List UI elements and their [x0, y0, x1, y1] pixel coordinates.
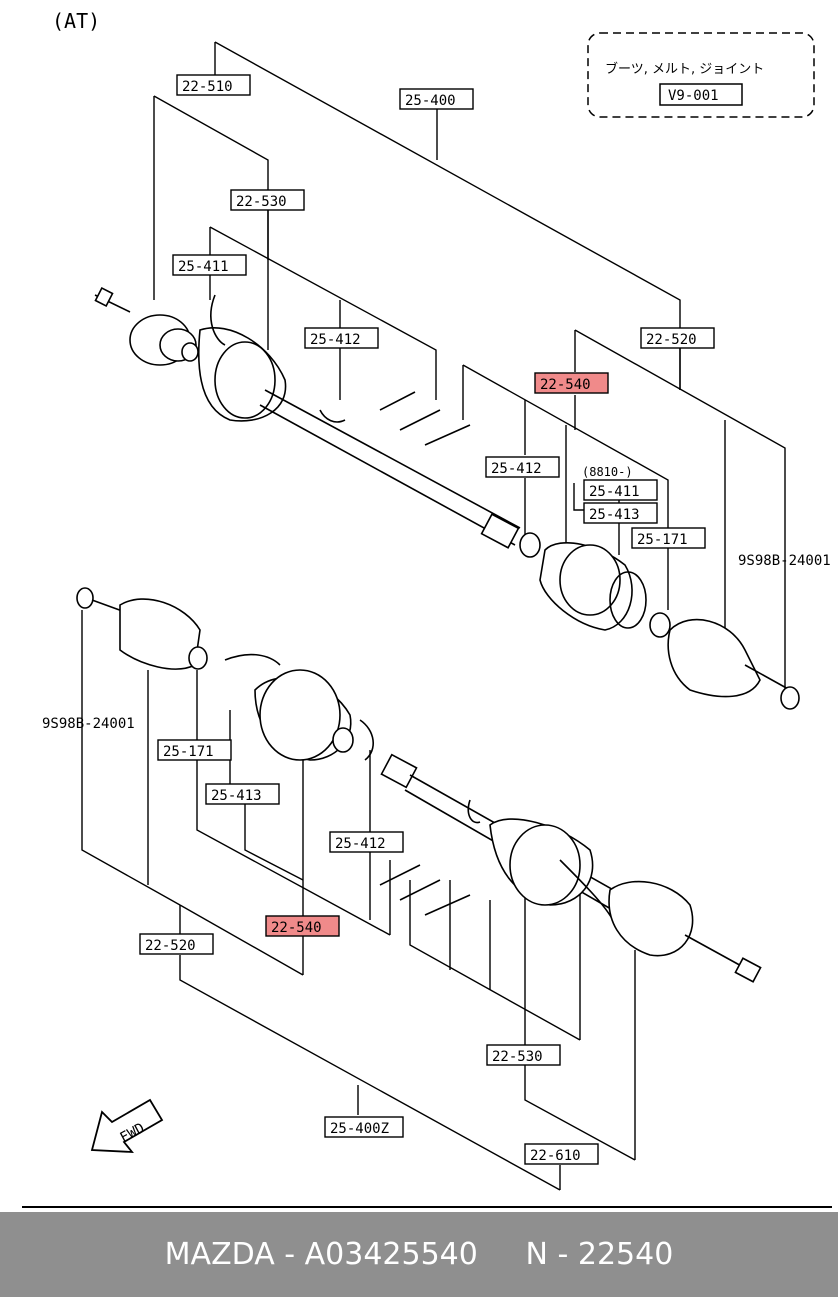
diagram-title: (AT): [52, 9, 100, 33]
footer-gap: [478, 1237, 526, 1272]
label-22-540-upper-highlighted: 22-540: [540, 377, 591, 393]
label-from-serial: (8810-): [582, 465, 633, 479]
group-box: ブーツ, メルト, ジョイント V9-001: [587, 32, 815, 118]
label-25-412-lower: 25-412: [335, 836, 386, 852]
label-22-520-upper: 22-520: [646, 332, 697, 348]
fwd-arrow-icon: FWD: [90, 1098, 164, 1153]
parts-diagram: (AT) ブーツ, メルト, ジョイント V9-001: [22, 9, 832, 1208]
upper-shaft-assembly: [94, 286, 800, 710]
label-22-530-lower: 22-530: [492, 1049, 543, 1065]
label-25-400z: 25-400Z: [330, 1121, 389, 1137]
label-25-413-mid: 25-413: [589, 507, 640, 523]
footer-bar: MAZDA - A03425540 N - 22540: [0, 1212, 838, 1297]
label-22-510: 22-510: [182, 79, 233, 95]
label-22-530-upper: 22-530: [236, 194, 287, 210]
label-22-520-lower: 22-520: [145, 938, 196, 954]
footer-sep: -: [274, 1237, 305, 1272]
label-group: 22-510 25-400 22-530 25-411 25-412 22-52…: [42, 74, 831, 1165]
label-25-400: 25-400: [405, 93, 456, 109]
label-25-171-upper: 25-171: [637, 532, 688, 548]
label-25-171-lower: 25-171: [163, 744, 214, 760]
lower-shaft-assembly: [76, 587, 762, 983]
label-22-610: 22-610: [530, 1148, 581, 1164]
label-25-412-upper: 25-412: [310, 332, 361, 348]
group-box-text: ブーツ, メルト, ジョイント: [605, 61, 764, 77]
footer-brand: MAZDA: [164, 1237, 275, 1272]
label-25-411-upper: 25-411: [178, 259, 229, 275]
label-25-413-lower: 25-413: [211, 788, 262, 804]
footer-code: N - 22540: [525, 1237, 674, 1272]
footer-part-number: A03425540: [304, 1237, 478, 1272]
label-9s98b-24001-left: 9S98B-24001: [42, 716, 135, 732]
leader-lines: [81, 41, 786, 1191]
group-box-code: V9-001: [668, 88, 719, 104]
label-22-540-lower-highlighted: 22-540: [271, 920, 322, 936]
label-25-412-mid: 25-412: [491, 461, 542, 477]
label-9s98b-24001-right: 9S98B-24001: [738, 553, 831, 569]
label-25-411-mid: 25-411: [589, 484, 640, 500]
